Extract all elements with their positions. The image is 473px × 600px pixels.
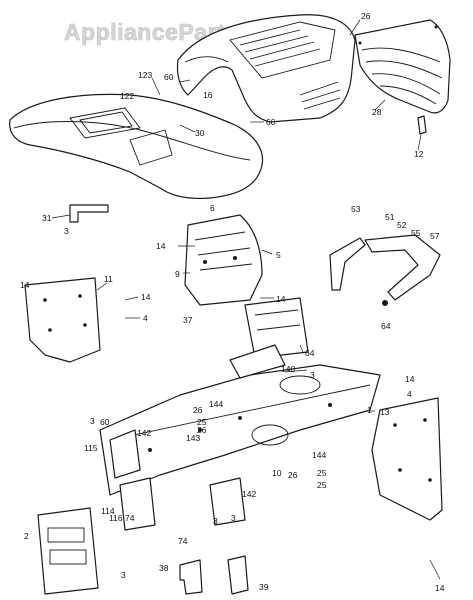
battery-box-part[interactable] (244, 297, 309, 359)
callout-4[interactable]: 4 (407, 389, 412, 399)
right-side-plate-part[interactable] (371, 397, 443, 521)
callout-25[interactable]: 25 (317, 480, 327, 490)
dash-pedestal-part[interactable] (184, 214, 263, 306)
callout-1[interactable]: 1 (367, 405, 372, 415)
callout-122[interactable]: 122 (120, 91, 134, 101)
callout-143[interactable]: 143 (186, 433, 200, 443)
callout-10[interactable]: 10 (272, 468, 282, 478)
hood-part[interactable] (176, 14, 356, 123)
callout-60[interactable]: 60 (100, 417, 110, 427)
callout-114[interactable]: 114 (101, 506, 115, 516)
callout-51[interactable]: 51 (385, 212, 395, 222)
callout-142[interactable]: 142 (137, 428, 151, 438)
callout-14[interactable]: 14 (276, 294, 286, 304)
callout-3[interactable]: 3 (231, 513, 236, 523)
callout-38[interactable]: 38 (159, 563, 169, 573)
lower-bracket-38-part[interactable] (179, 559, 203, 595)
callout-57[interactable]: 57 (430, 231, 440, 241)
callout-123[interactable]: 123 (138, 70, 152, 80)
callout-26[interactable]: 26 (197, 425, 207, 435)
callout-14[interactable]: 14 (435, 583, 445, 593)
callout-26[interactable]: 26 (288, 470, 298, 480)
callout-25[interactable]: 25 (197, 417, 207, 427)
callout-5[interactable]: 5 (276, 250, 281, 260)
callout-37[interactable]: 37 (183, 315, 193, 325)
callout-52[interactable]: 52 (397, 220, 407, 230)
leader-lines (51, 19, 441, 580)
callout-39[interactable]: 39 (259, 582, 269, 592)
callout-115[interactable]: 115 (84, 443, 98, 453)
bumper-plate-part[interactable] (37, 507, 99, 595)
callout-3[interactable]: 3 (64, 226, 69, 236)
callout-116[interactable]: 116 (109, 513, 123, 523)
callout-60[interactable]: 60 (164, 72, 174, 82)
callout-6[interactable]: 6 (210, 203, 215, 213)
callouts: 26 123 60 122 16 60 30 28 12 31 3 6 14 9… (20, 11, 445, 593)
callout-9[interactable]: 9 (175, 269, 180, 279)
callout-14[interactable]: 14 (405, 374, 415, 384)
callout-31[interactable]: 31 (42, 213, 52, 223)
callout-74[interactable]: 74 (178, 536, 188, 546)
callout-144[interactable]: 144 (209, 399, 223, 409)
callout-4[interactable]: 4 (143, 313, 148, 323)
fender-bracket-part[interactable] (69, 204, 109, 223)
callout-28[interactable]: 28 (372, 107, 382, 117)
callout-64[interactable]: 64 (305, 348, 315, 358)
front-axle-bracket-part[interactable] (109, 429, 156, 531)
callout-55[interactable]: 55 (411, 228, 421, 238)
callout-14[interactable]: 14 (141, 292, 151, 302)
callout-14[interactable]: 14 (20, 280, 30, 290)
callout-3[interactable]: 3 (90, 416, 95, 426)
brake-linkage-part[interactable] (329, 234, 441, 306)
left-side-plate-part[interactable] (24, 277, 101, 363)
hood-bracket-part[interactable] (417, 115, 427, 135)
callout-140[interactable]: 140 (281, 364, 295, 374)
callout-25[interactable]: 25 (317, 468, 327, 478)
callout-14[interactable]: 14 (156, 241, 166, 251)
callout-12[interactable]: 12 (414, 149, 424, 159)
main-frame-part[interactable] (99, 344, 381, 496)
callout-3[interactable]: 3 (121, 570, 126, 580)
callout-11[interactable]: 11 (104, 274, 113, 284)
side-panel-part[interactable] (354, 19, 451, 114)
callout-142[interactable]: 142 (242, 489, 256, 499)
rear-axle-bracket-part[interactable] (209, 477, 246, 526)
lower-bracket-39-part[interactable] (227, 555, 249, 595)
callout-3[interactable]: 3 (213, 516, 218, 526)
callout-30[interactable]: 30 (195, 128, 205, 138)
callout-64[interactable]: 64 (381, 321, 391, 331)
callout-13[interactable]: 13 (380, 407, 390, 417)
callout-74[interactable]: 74 (125, 513, 135, 523)
callout-53[interactable]: 53 (351, 204, 361, 214)
fender-part[interactable] (9, 93, 264, 200)
callout-2[interactable]: 2 (24, 531, 29, 541)
callout-26[interactable]: 26 (193, 405, 203, 415)
callout-144[interactable]: 144 (312, 450, 326, 460)
callout-26[interactable]: 26 (361, 11, 371, 21)
callout-60[interactable]: 60 (266, 117, 276, 127)
callout-16[interactable]: 16 (203, 90, 213, 100)
callout-3[interactable]: 3 (310, 370, 315, 380)
